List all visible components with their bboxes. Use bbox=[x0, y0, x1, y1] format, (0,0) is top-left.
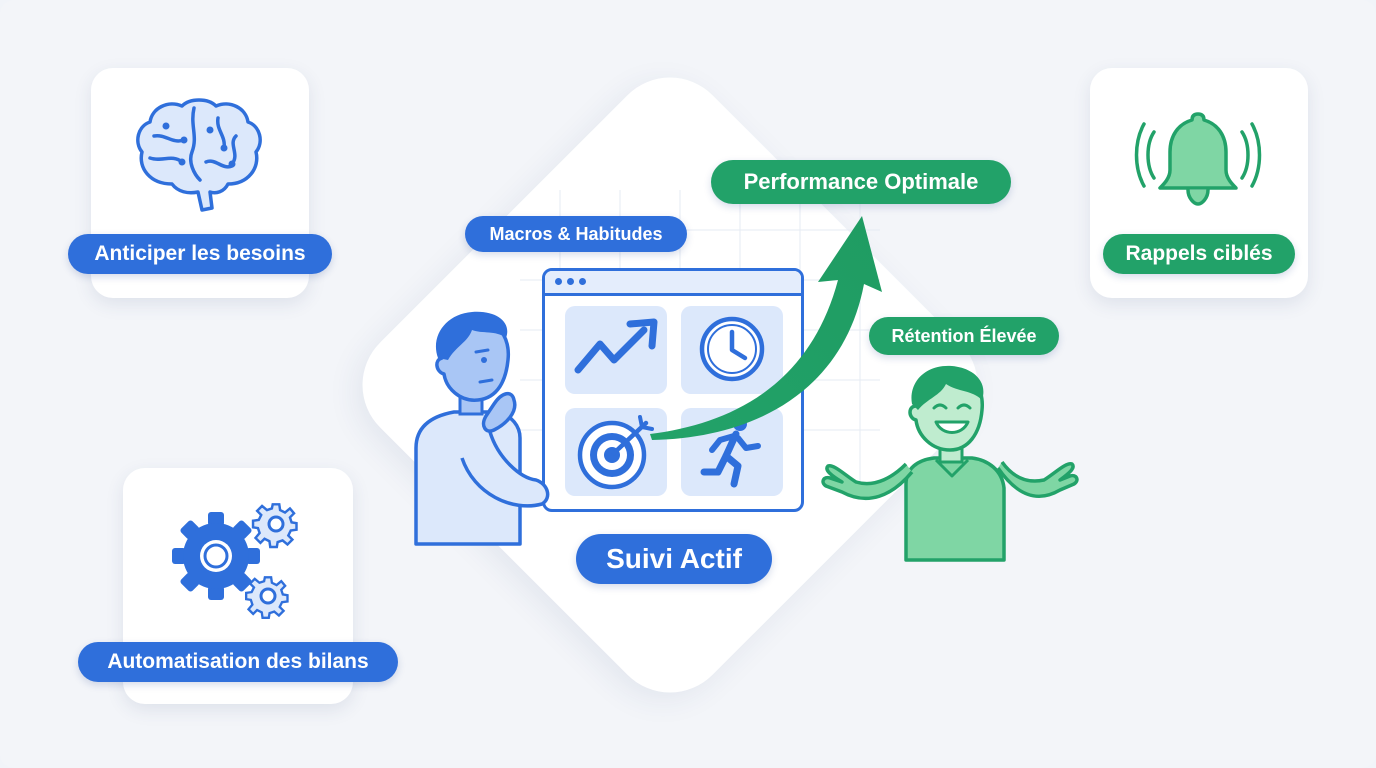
label-reminders: Rappels ciblés bbox=[1103, 234, 1295, 274]
label-automation: Automatisation des bilans bbox=[78, 642, 398, 682]
label-macros: Macros & Habitudes bbox=[465, 216, 687, 252]
trend-up-icon bbox=[574, 318, 658, 374]
label-tracking: Suivi Actif bbox=[576, 534, 772, 584]
thinking-man bbox=[414, 311, 550, 546]
target-icon bbox=[577, 415, 654, 490]
window-dot bbox=[567, 278, 574, 285]
window-titlebar bbox=[545, 271, 801, 296]
window-dot bbox=[579, 278, 586, 285]
bell-icon bbox=[1134, 112, 1262, 206]
clock-icon bbox=[699, 316, 765, 382]
window-dot bbox=[555, 278, 562, 285]
happy-man bbox=[821, 365, 1079, 562]
growth-arrow bbox=[650, 216, 882, 440]
gears-icon bbox=[172, 503, 298, 620]
label-anticipate: Anticiper les besoins bbox=[68, 234, 332, 274]
brain-icon bbox=[136, 98, 262, 212]
label-performance: Performance Optimale bbox=[711, 160, 1011, 204]
label-retention: Rétention Élevée bbox=[869, 317, 1059, 355]
